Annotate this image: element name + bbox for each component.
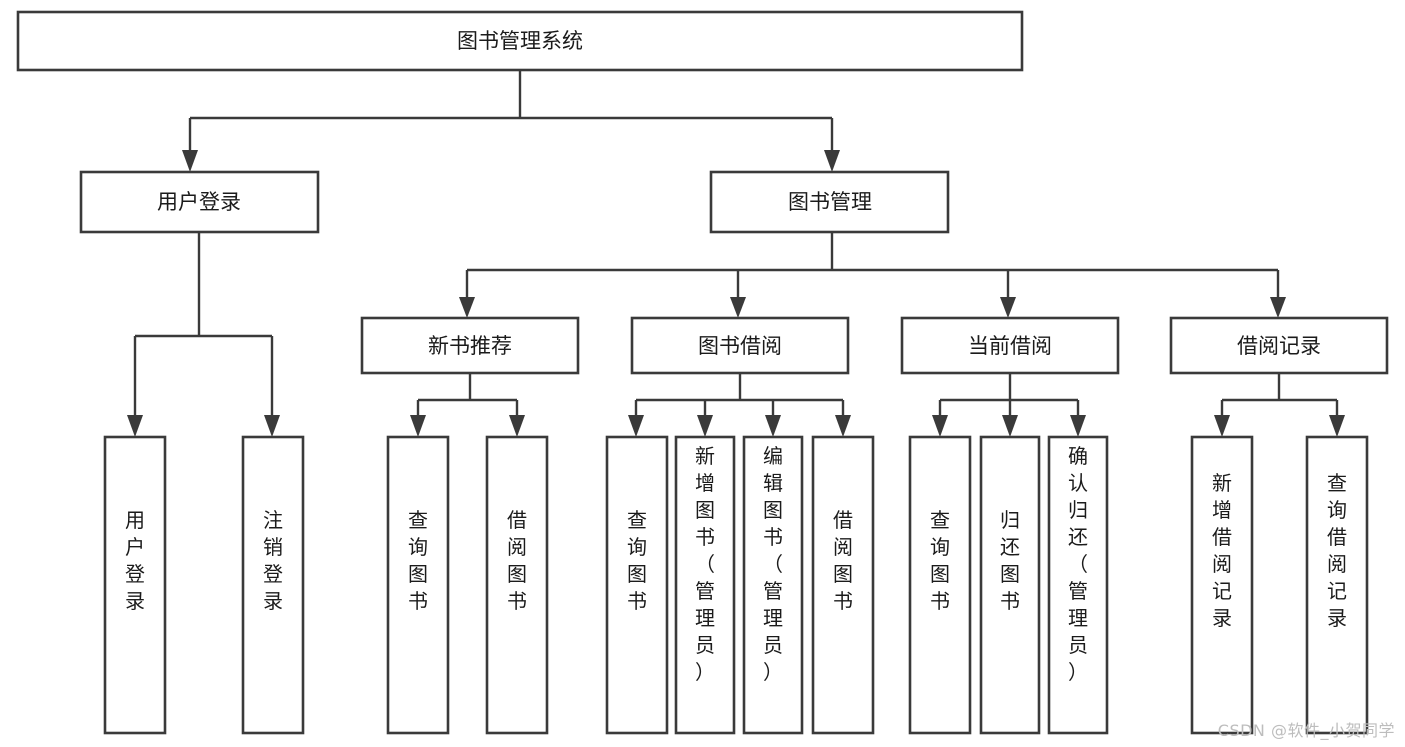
connector-group-book-borrow — [628, 373, 851, 437]
arrow-head-current — [1000, 297, 1016, 318]
node-leaf-confirm-return-admin-label: 确认归还（管理员） — [1068, 444, 1088, 684]
node-leaf-borrow-book-2[interactable]: 借阅图书 — [811, 435, 875, 735]
node-leaf-return-book-box[interactable] — [979, 435, 1041, 735]
node-borrow-record-label: 借阅记录 — [1237, 334, 1321, 358]
node-book-manage-label: 图书管理 — [788, 190, 872, 214]
node-new-book-rec[interactable]: 新书推荐 — [360, 316, 580, 375]
node-leaf-borrow-book-1-box[interactable] — [485, 435, 549, 735]
node-book-manage[interactable]: 图书管理 — [709, 170, 950, 234]
node-leaf-edit-book-admin[interactable]: 编辑图书（管理员） — [742, 435, 804, 735]
node-leaf-query-book-3[interactable]: 查询图书 — [908, 435, 972, 735]
node-borrow-record[interactable]: 借阅记录 — [1169, 316, 1389, 375]
arrow-head-cb-leaf2 — [1002, 415, 1018, 437]
node-leaf-confirm-return-admin-box[interactable] — [1047, 435, 1109, 735]
connector-group-new-book — [410, 373, 525, 437]
node-leaf-user-logout[interactable]: 注销登录 — [241, 435, 305, 735]
node-leaf-user-login-label: 用户登录 — [125, 508, 145, 613]
node-leaf-borrow-book-1-label: 借阅图书 — [507, 508, 527, 613]
node-leaf-add-book-admin-box[interactable] — [674, 435, 736, 735]
node-root-box[interactable] — [16, 10, 1024, 72]
node-leaf-add-record[interactable]: 新增借阅记录 — [1190, 435, 1254, 735]
node-leaf-user-logout-label: 注销登录 — [263, 508, 283, 613]
node-root[interactable]: 图书管理系统 — [16, 10, 1024, 72]
node-new-book-rec-label: 新书推荐 — [428, 334, 512, 358]
node-book-borrow-box[interactable] — [630, 316, 850, 375]
node-borrow-record-box[interactable] — [1169, 316, 1389, 375]
node-leaf-query-book-1[interactable]: 查询图书 — [386, 435, 450, 735]
node-current-borrow-label: 当前借阅 — [968, 334, 1052, 358]
arrow-head-bb-leaf4 — [835, 415, 851, 437]
node-leaf-query-book-1-label: 查询图书 — [408, 508, 428, 613]
arrow-head-book-manage — [824, 150, 840, 172]
arrow-head-record — [1270, 297, 1286, 318]
node-leaf-add-book-admin[interactable]: 新增图书（管理员） — [674, 435, 736, 735]
node-leaf-query-book-2-label: 查询图书 — [627, 508, 647, 613]
arrow-head-bb-leaf3 — [765, 415, 781, 437]
node-leaf-query-book-2[interactable]: 查询图书 — [605, 435, 669, 735]
node-leaf-query-record-label: 查询借阅记录 — [1327, 471, 1347, 630]
node-user-login-label: 用户登录 — [157, 190, 241, 214]
node-leaf-query-book-2-box[interactable] — [605, 435, 669, 735]
arrow-head-leaf-user-logout — [264, 415, 280, 437]
arrow-head-user-login — [182, 150, 198, 172]
node-leaf-confirm-return-admin[interactable]: 确认归还（管理员） — [1047, 435, 1109, 735]
node-leaf-user-login-box[interactable] — [103, 435, 167, 735]
arrow-head-br-leaf1 — [1214, 415, 1230, 437]
arrow-head-br-leaf2 — [1329, 415, 1345, 437]
node-leaf-query-book-3-box[interactable] — [908, 435, 972, 735]
node-current-borrow[interactable]: 当前借阅 — [900, 316, 1120, 375]
node-book-borrow[interactable]: 图书借阅 — [630, 316, 850, 375]
node-user-login[interactable]: 用户登录 — [79, 170, 320, 234]
arrow-head-leaf-user-login — [127, 415, 143, 437]
node-leaf-borrow-book-2-label: 借阅图书 — [833, 508, 853, 613]
node-leaf-user-login[interactable]: 用户登录 — [103, 435, 167, 735]
node-leaf-query-book-3-label: 查询图书 — [930, 508, 950, 613]
node-leaf-query-book-1-box[interactable] — [386, 435, 450, 735]
node-book-manage-box[interactable] — [709, 170, 950, 234]
arrow-head-bb-leaf1 — [628, 415, 644, 437]
node-leaf-borrow-book-1[interactable]: 借阅图书 — [485, 435, 549, 735]
node-user-login-box[interactable] — [79, 170, 320, 234]
connector-group-borrow-record — [1214, 373, 1345, 437]
node-leaf-edit-book-admin-label: 编辑图书（管理员） — [763, 444, 783, 684]
connector-group-current-borrow — [932, 373, 1086, 437]
node-leaf-borrow-book-2-box[interactable] — [811, 435, 875, 735]
node-leaf-user-logout-box[interactable] — [241, 435, 305, 735]
node-new-book-rec-box[interactable] — [360, 316, 580, 375]
connector-group-user-login — [127, 232, 280, 437]
connector-group-book-manage — [459, 232, 1286, 318]
arrow-head-nb-leaf1 — [410, 415, 426, 437]
arrow-head-cb-leaf3 — [1070, 415, 1086, 437]
node-leaf-query-record-box[interactable] — [1305, 435, 1369, 735]
arrow-head-nb-leaf2 — [509, 415, 525, 437]
arrow-head-newbook — [459, 297, 475, 318]
node-leaf-add-book-admin-label: 新增图书（管理员） — [695, 444, 715, 684]
node-leaf-add-record-box[interactable] — [1190, 435, 1254, 735]
arrow-head-cb-leaf1 — [932, 415, 948, 437]
arrow-head-bb-leaf2 — [697, 415, 713, 437]
node-leaf-return-book-label: 归还图书 — [1000, 508, 1020, 613]
node-leaf-return-book[interactable]: 归还图书 — [979, 435, 1041, 735]
node-leaf-edit-book-admin-box[interactable] — [742, 435, 804, 735]
node-root-label: 图书管理系统 — [457, 29, 583, 53]
node-current-borrow-box[interactable] — [900, 316, 1120, 375]
node-leaf-add-record-label: 新增借阅记录 — [1212, 471, 1232, 630]
node-leaf-query-record[interactable]: 查询借阅记录 — [1305, 435, 1369, 735]
node-book-borrow-label: 图书借阅 — [698, 334, 782, 358]
arrow-head-borrow — [730, 297, 746, 318]
connector-group-root — [182, 70, 840, 172]
